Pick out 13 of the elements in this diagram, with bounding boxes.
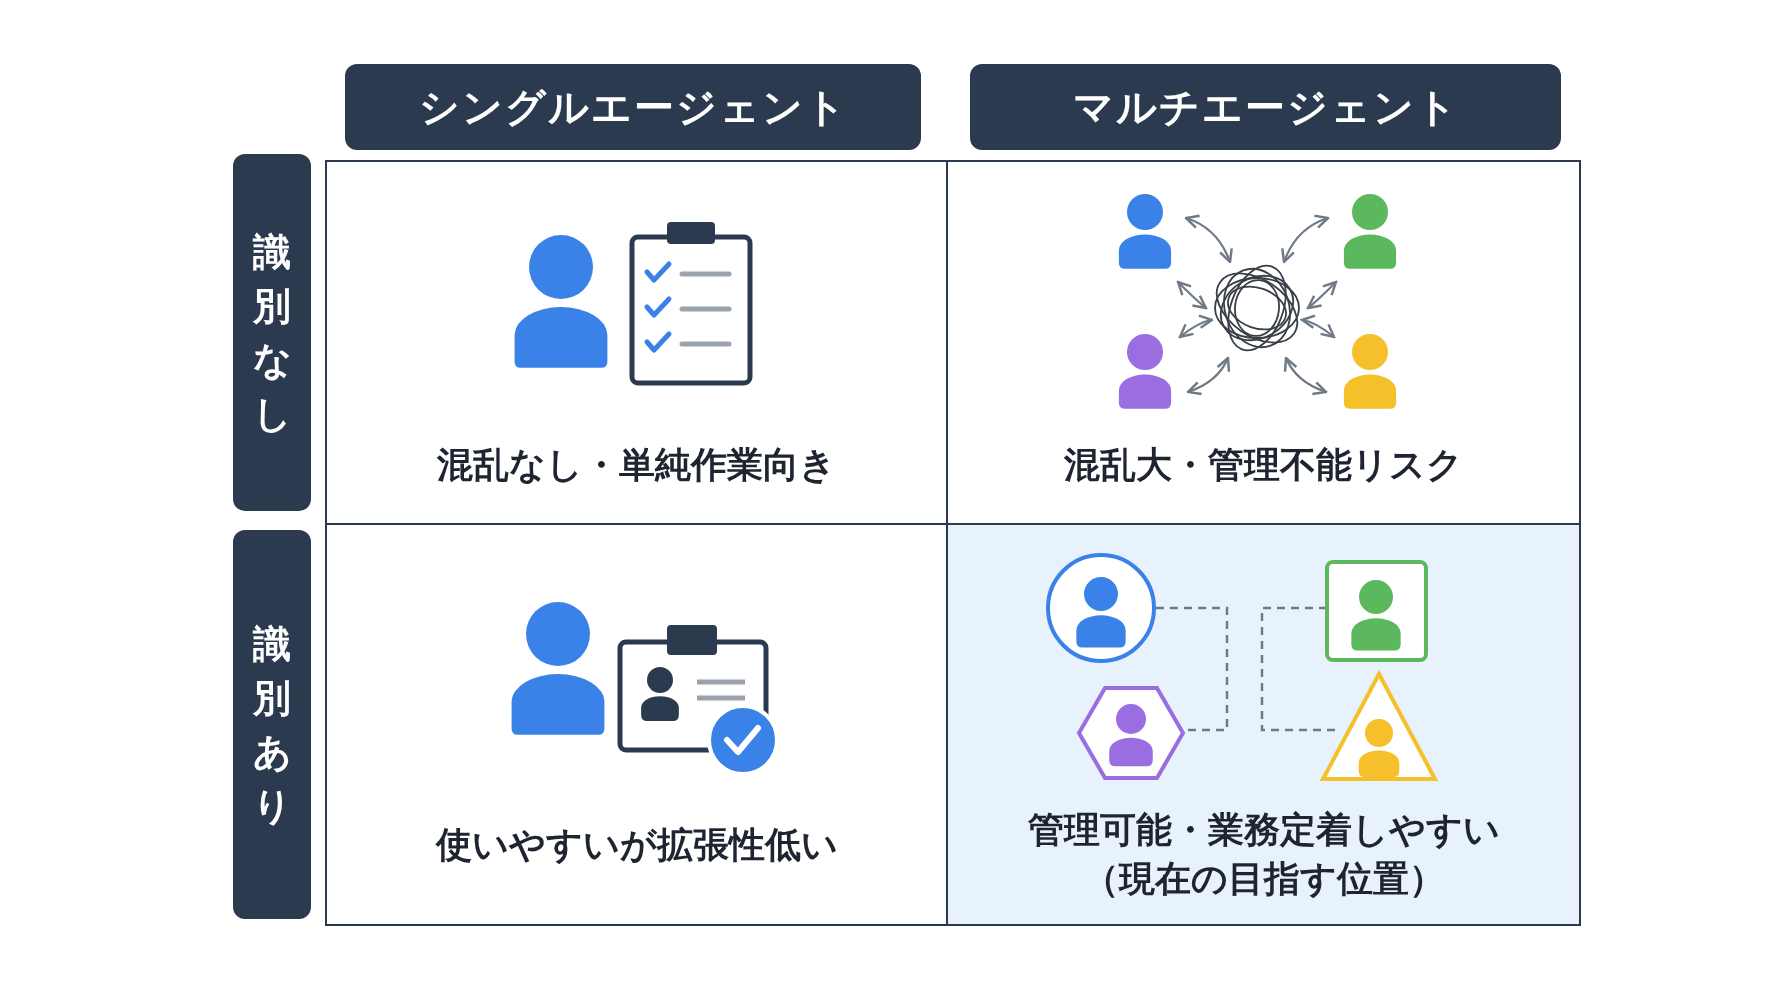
column-header: マルチエージェント [970,64,1561,150]
row-header: 識別あり [233,530,311,919]
cell-caption: 混乱大・管理不能リスク [1064,442,1463,487]
matrix-cell [946,160,1581,525]
cell-note: （現在の目指す位置） [1082,856,1445,901]
column-header: シングルエージェント [345,64,921,150]
matrix-cell [325,160,948,525]
matrix-cell [946,523,1581,926]
cell-caption: 混乱なし・単純作業向き [437,442,836,487]
matrix-cell [325,523,948,926]
row-header: 識別なし [233,154,311,511]
cell-caption: 使いやすいが拡張性低い [435,822,838,867]
cell-caption: 管理可能・業務定着しやすい [1027,807,1500,852]
